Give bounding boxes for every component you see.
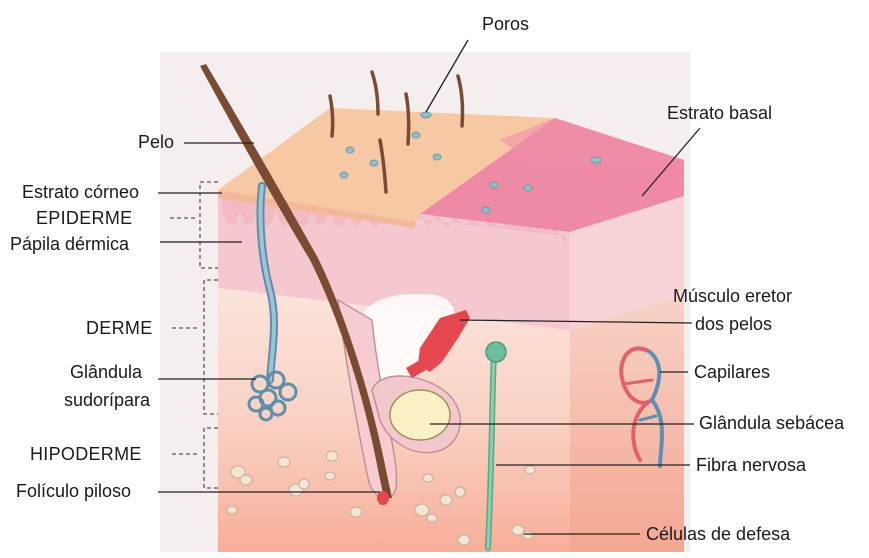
label-glandula-sudoripara-1: Glândula — [70, 362, 143, 382]
label-musculo-eretor-2: dos pelos — [695, 314, 772, 334]
label-glandula-sebacea: Glândula sebácea — [699, 413, 845, 433]
nerve-ending — [486, 342, 506, 362]
label-derme: DERME — [86, 318, 153, 338]
label-glandula-sudoripara-2: sudorípara — [64, 390, 151, 410]
label-musculo-eretor-1: Músculo eretor — [673, 286, 792, 306]
label-pelo: Pelo — [138, 132, 174, 152]
label-papila-dermica: Pápila dérmica — [10, 234, 130, 254]
label-foliculo-piloso: Folículo piloso — [16, 481, 131, 501]
label-estrato-basal: Estrato basal — [667, 103, 772, 123]
hair-bulb — [377, 491, 389, 505]
label-epiderme: EPIDERME — [36, 208, 132, 228]
sebaceous-gland — [390, 390, 450, 440]
label-capilares: Capilares — [694, 362, 770, 382]
label-hipoderme: HIPODERME — [30, 444, 142, 464]
label-poros: Poros — [482, 14, 529, 34]
label-celulas-defesa: Células de defesa — [646, 524, 791, 544]
label-estrato-corneo: Estrato córneo — [22, 182, 139, 202]
label-fibra-nervosa: Fibra nervosa — [696, 455, 807, 475]
